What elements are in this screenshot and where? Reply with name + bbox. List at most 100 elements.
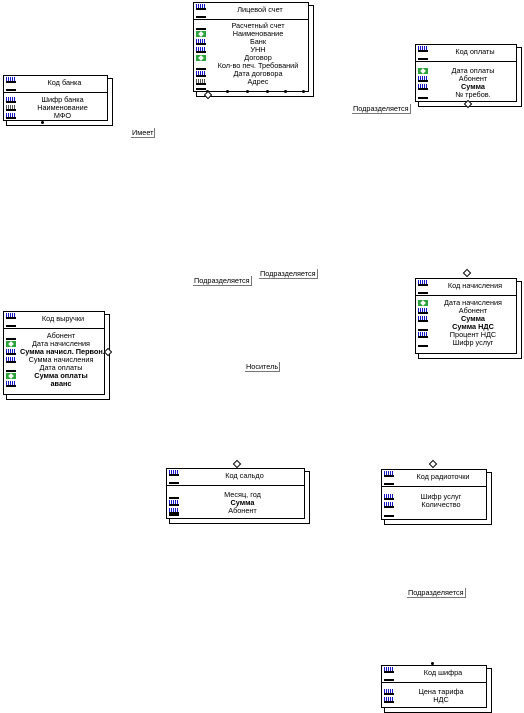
attribute-icon — [418, 84, 428, 90]
attribute-icon — [6, 357, 16, 363]
relationship-label-podrazdelyaetsya[interactable]: Подразделяется — [352, 104, 411, 114]
entity-header: Код оплаты — [416, 45, 516, 62]
attribute-row: Договор — [194, 54, 308, 62]
entity-header: Код начисления — [416, 279, 516, 296]
connector-diamond — [462, 268, 472, 278]
attribute-icon — [384, 689, 394, 695]
entity-kod-radiotochki[interactable]: Код радиоточки Шифр услуг Количество — [381, 469, 492, 525]
attribute-icon — [6, 113, 16, 119]
attribute-icon — [196, 47, 206, 53]
foreign-key-icon — [418, 68, 428, 74]
relationship-label-podrazdelyaetsya[interactable]: Подразделяется — [259, 269, 318, 279]
attribute-row: Сумма — [416, 315, 516, 323]
attribute-marker-icon — [384, 515, 394, 517]
entity-kod-shifra[interactable]: Код шифра Цена тарифа НДС — [381, 665, 492, 713]
relationship-label-podrazdelyaetsya[interactable]: Подразделяется — [193, 276, 252, 286]
entity-key: Код оплаты — [455, 47, 495, 56]
attribute-row: Наименование — [194, 30, 308, 38]
attribute-row: МФО — [4, 112, 107, 120]
entity-key: Код выручки — [41, 314, 85, 323]
attribute-row: Дата оплаты — [416, 67, 516, 75]
attribute-row: № требов. — [416, 91, 516, 99]
relationship-label-imeet[interactable]: Имеет — [131, 128, 156, 138]
entity-key: Код сальдо — [225, 471, 264, 480]
attribute-icon — [418, 308, 428, 314]
entity-key: Код шифра — [423, 668, 463, 677]
entity-header: Код выручки — [4, 312, 104, 329]
attribute-row: аванс — [4, 380, 104, 388]
attribute-row: Сумма НДС — [416, 323, 516, 331]
attribute-row: Абонент — [416, 307, 516, 315]
entity-key: Лицевой счет — [237, 5, 283, 14]
entity-kod-oplaty[interactable]: Код оплаты Дата оплаты Абонент Сумма № т… — [415, 44, 522, 107]
attribute-row: Дата договора — [194, 70, 308, 78]
entity-kod-saldo[interactable]: Код сальдо Месяц, год Сумма Абонент — [166, 468, 310, 524]
entity-header: Код банка — [4, 76, 107, 93]
attribute-row: Сумма — [167, 499, 304, 507]
attribute-icon — [196, 65, 206, 70]
entity-key: Код радиоточки — [416, 472, 470, 481]
attribute-icon — [196, 79, 206, 85]
attribute-row: Абонент — [167, 507, 304, 515]
key-marker-icon — [418, 55, 428, 60]
key-marker-icon — [384, 676, 394, 681]
connector-diamond — [232, 459, 242, 469]
entity-header: Код сальдо — [167, 469, 304, 486]
attribute-row: Дата начисления — [4, 340, 104, 348]
attribute-row: Сумма начисл. Первон. — [4, 348, 105, 356]
connector-diamond — [428, 459, 438, 469]
foreign-key-icon — [418, 300, 428, 306]
attribute-marker-icon — [169, 514, 179, 516]
attribute-row: Абонент — [4, 332, 104, 340]
attribute-row: Кол-во печ. Требований — [194, 62, 308, 70]
attribute-icon — [6, 105, 16, 111]
primary-key-icon — [169, 470, 179, 476]
attribute-icon — [418, 332, 428, 338]
attribute-row: Цена тарифа — [382, 688, 486, 696]
entity-licevoy-schet[interactable]: Лицевой счет Расчетный счет Наименование… — [193, 2, 314, 97]
attribute-icon — [196, 39, 206, 45]
key-marker-icon — [196, 13, 206, 18]
relationship-label-podrazdelyaetsya[interactable]: Подразделяется — [407, 588, 466, 598]
attribute-marker-icon — [196, 88, 206, 90]
attribute-row: Расчетный счет — [194, 22, 308, 30]
foreign-key-icon — [6, 373, 16, 379]
attribute-icon — [169, 508, 179, 514]
entity-header: Код радиоточки — [382, 470, 486, 487]
attribute-icon — [418, 326, 428, 331]
entity-header: Лицевой счет — [194, 3, 308, 20]
attribute-icon — [418, 316, 428, 322]
attribute-icon — [196, 71, 206, 77]
relationship-label-nositel[interactable]: Носитель — [245, 362, 281, 372]
attribute-icon — [6, 381, 16, 387]
attribute-row: Месяц, год — [167, 491, 304, 499]
attribute-icon — [6, 335, 16, 340]
attribute-icon — [6, 97, 16, 103]
key-marker-icon — [6, 322, 16, 327]
attribute-row: Абонент — [416, 75, 516, 83]
attribute-icon — [6, 349, 16, 355]
attribute-icon — [418, 76, 428, 82]
entity-kod-vyruchki[interactable]: Код выручки Абонент Дата начисления Сумм… — [3, 311, 110, 400]
attribute-row: УНН — [194, 46, 308, 54]
attribute-icon — [384, 697, 394, 703]
attribute-row: Сумма начисления — [4, 356, 104, 364]
primary-key-icon — [6, 77, 16, 83]
entity-kod-banka[interactable]: Код банка Шифр банка Наименование МФО — [3, 75, 113, 126]
attribute-row: Дата оплаты — [4, 364, 104, 372]
key-marker-icon — [6, 86, 16, 91]
attribute-row: Сумма оплаты — [4, 372, 104, 380]
attribute-row: Шифр услуг — [382, 493, 486, 501]
attribute-row: Наименование — [4, 104, 107, 112]
primary-key-icon — [418, 280, 428, 286]
primary-key-icon — [384, 471, 394, 477]
attribute-row: Шифр услуг — [416, 339, 516, 347]
attribute-icon — [169, 500, 179, 506]
attribute-icon — [169, 494, 179, 499]
foreign-key-icon — [6, 341, 16, 347]
entity-kod-nachisleniya[interactable]: Код начисления Дата начисления Абонент С… — [415, 278, 522, 359]
attribute-icon — [196, 25, 206, 30]
attribute-icon — [418, 94, 428, 99]
attribute-row: Шифр банка — [4, 96, 107, 104]
attribute-icon — [384, 502, 394, 508]
